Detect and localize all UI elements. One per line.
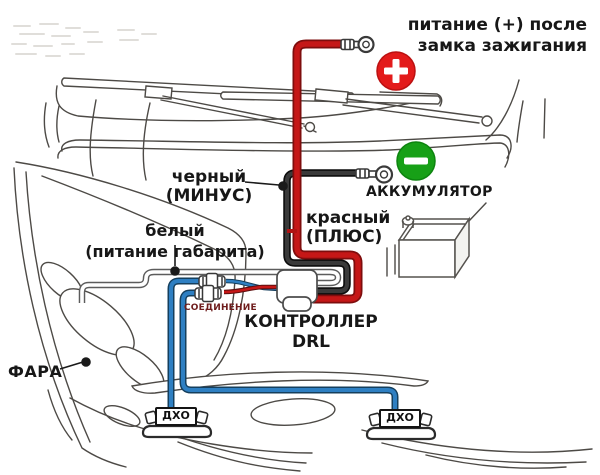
drl-lamp-left — [141, 410, 213, 439]
white-wire-label: белый (питание габарита) — [55, 220, 295, 262]
drl-lamp-right — [365, 412, 437, 441]
headlight-drawing — [40, 261, 165, 427]
cowl-speckle-texture — [11, 23, 157, 57]
plus-icon — [376, 51, 416, 91]
controller-line2: DRL — [291, 332, 331, 352]
black-wire-line1: черный — [171, 167, 247, 187]
ignition-power-label: питание (+) после замка зажигания — [385, 15, 587, 57]
minus-icon — [396, 141, 436, 181]
black-wire-label: черный (МИНУС) — [150, 168, 268, 206]
controller-line1: КОНТРОЛЛЕР — [244, 312, 378, 332]
controller-pair-wires — [223, 278, 280, 295]
white-wire-line1: белый — [145, 221, 205, 240]
white-wire — [78, 268, 342, 303]
controller-label: КОНТРОЛЛЕР DRL — [222, 312, 400, 352]
red-wire-label: красный (ПЛЮС) — [306, 209, 390, 247]
bumper-grille — [47, 371, 593, 472]
connector-lower — [194, 284, 222, 303]
white-wire-line2: (питание габарита) — [85, 242, 265, 261]
controller-box — [276, 269, 318, 312]
battery-label: АККУМУЛЯТОР — [366, 184, 493, 200]
red-wire-line1: красный — [306, 208, 391, 228]
black-wire — [283, 169, 356, 295]
battery-drawing — [397, 215, 471, 280]
connector-upper — [198, 272, 226, 291]
wiper-blades — [61, 77, 493, 133]
car-line-art — [11, 23, 593, 472]
black-wire-line2: (МИНУС) — [165, 186, 253, 206]
ignition-power-line1: питание (+) после — [407, 15, 587, 35]
callouts — [59, 181, 288, 370]
drl-left-badge: ДХО — [155, 407, 197, 426]
red-wire-line2: (ПЛЮС) — [306, 227, 383, 247]
blue-wire-right-drl — [179, 289, 399, 411]
connection-label: СОЕДИНЕНИЕ — [184, 303, 257, 313]
ignition-ring-terminal — [340, 35, 375, 54]
drl-right-badge: ДХО — [379, 409, 421, 428]
battery-ring-terminal — [355, 165, 394, 184]
red-wire — [287, 39, 363, 304]
headlight-label: ФАРА — [8, 362, 63, 381]
blue-wire-left-drl — [167, 277, 199, 407]
ignition-power-line2: замка зажигания — [417, 36, 587, 56]
